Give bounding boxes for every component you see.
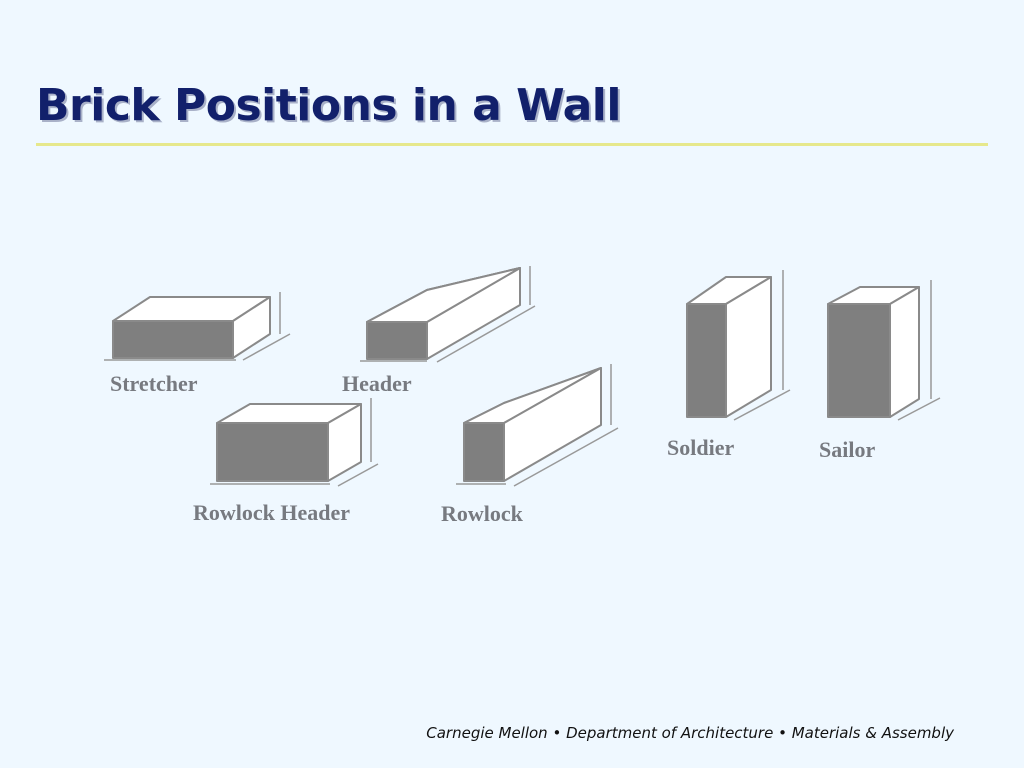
stretcher-brick (104, 292, 291, 361)
label-soldier: Soldier (667, 435, 734, 460)
rowlock-header-brick (210, 398, 379, 487)
label-rowlock-header: Rowlock Header (193, 500, 350, 525)
soldier-brick (686, 270, 791, 421)
footer-credit: Carnegie Mellon • Department of Architec… (426, 724, 954, 742)
label-header: Header (342, 371, 412, 396)
label-stretcher: Stretcher (110, 371, 198, 396)
header-brick (360, 266, 536, 363)
sailor-brick (827, 280, 941, 421)
title-underline (36, 143, 988, 146)
label-rowlock: Rowlock (441, 501, 524, 526)
slide-title: Brick Positions in a Wall (36, 80, 621, 131)
rowlock-brick (456, 364, 619, 487)
label-sailor: Sailor (819, 437, 875, 462)
